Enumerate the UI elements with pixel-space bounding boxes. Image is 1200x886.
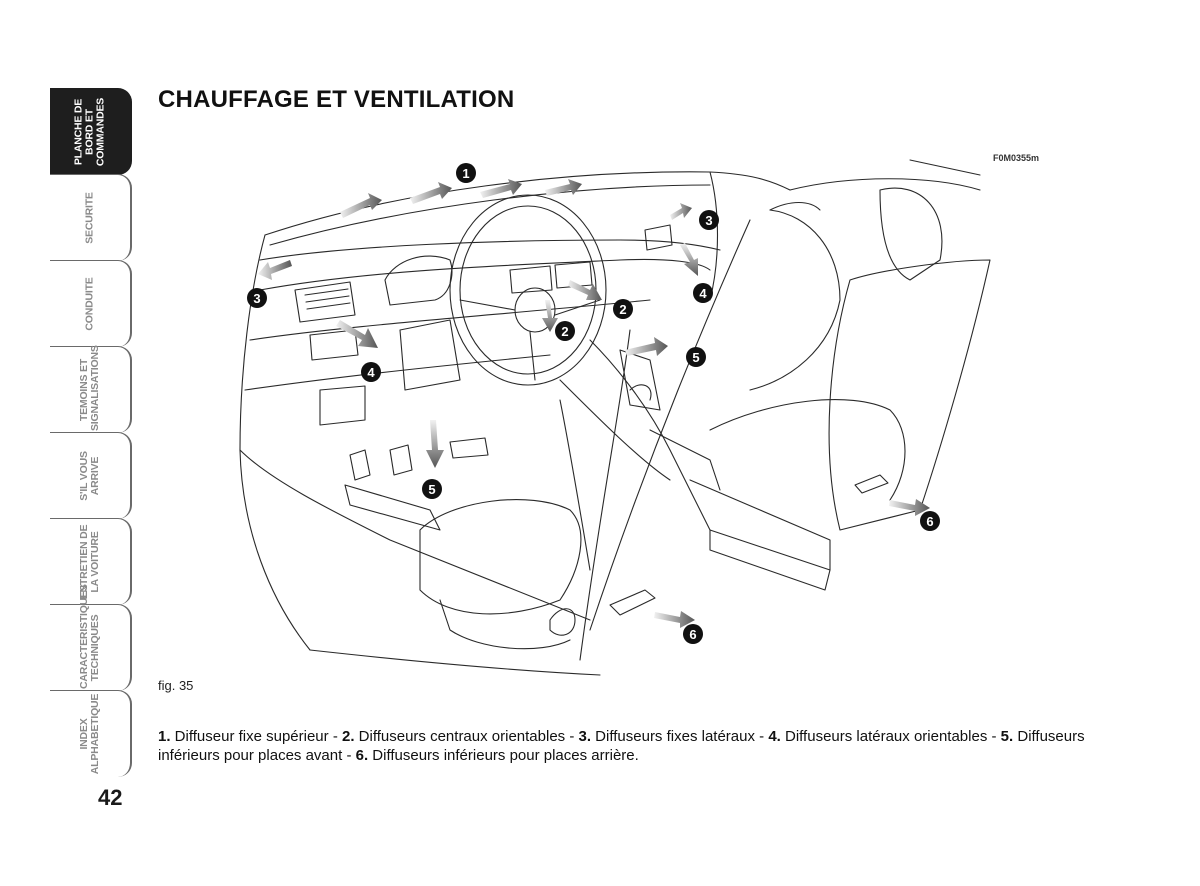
- svg-text:6: 6: [926, 514, 933, 529]
- callout-3b: 3: [247, 288, 267, 308]
- caption-text-5: Diffuseurs inférieurs pour places avant …: [158, 728, 1085, 764]
- callout-3a: 3: [699, 210, 719, 230]
- callout-5b: 5: [422, 479, 442, 499]
- svg-text:4: 4: [367, 365, 375, 380]
- chapter-tabs: PLANCHE DE BORD ET COMMANDES SECURITE CO…: [50, 88, 132, 778]
- caption-text-6: Diffuseurs inférieurs pour places arrièr…: [368, 747, 639, 764]
- caption-num-4: 4.: [768, 728, 781, 745]
- svg-text:2: 2: [619, 302, 626, 317]
- svg-text:5: 5: [692, 350, 699, 365]
- svg-text:2: 2: [561, 324, 568, 339]
- tab-conduite[interactable]: CONDUITE: [50, 260, 132, 347]
- caption-num-6: 6.: [355, 747, 369, 764]
- callout-4b: 4: [361, 362, 381, 382]
- caption-text-4: Diffuseurs latéraux orientables -: [780, 728, 1001, 745]
- tab-index[interactable]: INDEX ALPHABETIQUE: [50, 690, 132, 777]
- tab-label: SECURITE: [83, 192, 96, 244]
- tab-entretien[interactable]: ENTRETIEN DE LA VOITURE: [50, 518, 132, 605]
- caption-num-5: 5.: [1000, 728, 1014, 745]
- tab-temoins[interactable]: TEMOINS ET SIGNALISATIONS: [50, 345, 132, 433]
- car-interior-illustration: 1 2 2 3 3 4 4 5: [239, 159, 991, 676]
- tab-securite[interactable]: SECURITE: [50, 174, 132, 261]
- tab-label: CARACTERISTIQUES TECHNIQUES: [78, 584, 101, 689]
- tab-planche-de-bord[interactable]: PLANCHE DE BORD ET COMMANDES: [50, 88, 132, 175]
- caption-text-1: Diffuseur fixe supérieur -: [170, 728, 342, 745]
- callout-5a: 5: [686, 347, 706, 367]
- figure-label: fig. 35: [158, 678, 194, 693]
- svg-text:4: 4: [699, 286, 707, 301]
- figure-reference-code: F0M0355m: [993, 153, 1040, 163]
- tab-label: S'IL VOUS ARRIVE: [78, 451, 101, 501]
- callout-1: 1: [456, 163, 476, 183]
- caption-num-3: 3.: [578, 728, 592, 745]
- caption-text-2: Diffuseurs centraux orientables -: [354, 728, 579, 745]
- tab-caracteristiques[interactable]: CARACTERISTIQUES TECHNIQUES: [50, 584, 132, 691]
- tab-label: PLANCHE DE BORD ET COMMANDES: [72, 97, 107, 167]
- page-number: 42: [98, 785, 123, 810]
- svg-text:3: 3: [705, 213, 712, 228]
- tab-sil-vous-arrive[interactable]: S'IL VOUS ARRIVE: [50, 432, 132, 519]
- tab-label: INDEX ALPHABETIQUE: [78, 693, 101, 775]
- callout-2b: 2: [555, 321, 575, 341]
- caption-num-1: 1.: [158, 728, 171, 745]
- page-title: CHAUFFAGE ET VENTILATION: [158, 86, 515, 113]
- callout-4a: 4: [693, 283, 713, 303]
- svg-text:1: 1: [462, 166, 469, 181]
- figure-caption: 1. Diffuseur fixe supérieur - 2. Diffuse…: [158, 727, 1098, 765]
- callout-6b: 6: [683, 624, 703, 644]
- caption-text-3: Diffuseurs fixes latéraux -: [591, 728, 769, 745]
- tab-label: TEMOINS ET SIGNALISATIONS: [78, 345, 101, 431]
- caption-num-2: 2.: [341, 728, 355, 745]
- callout-2a: 2: [613, 299, 633, 319]
- svg-text:3: 3: [253, 291, 260, 306]
- tab-label: CONDUITE: [83, 277, 96, 331]
- svg-text:5: 5: [428, 482, 435, 497]
- callout-6a: 6: [920, 511, 940, 531]
- svg-text:6: 6: [689, 627, 696, 642]
